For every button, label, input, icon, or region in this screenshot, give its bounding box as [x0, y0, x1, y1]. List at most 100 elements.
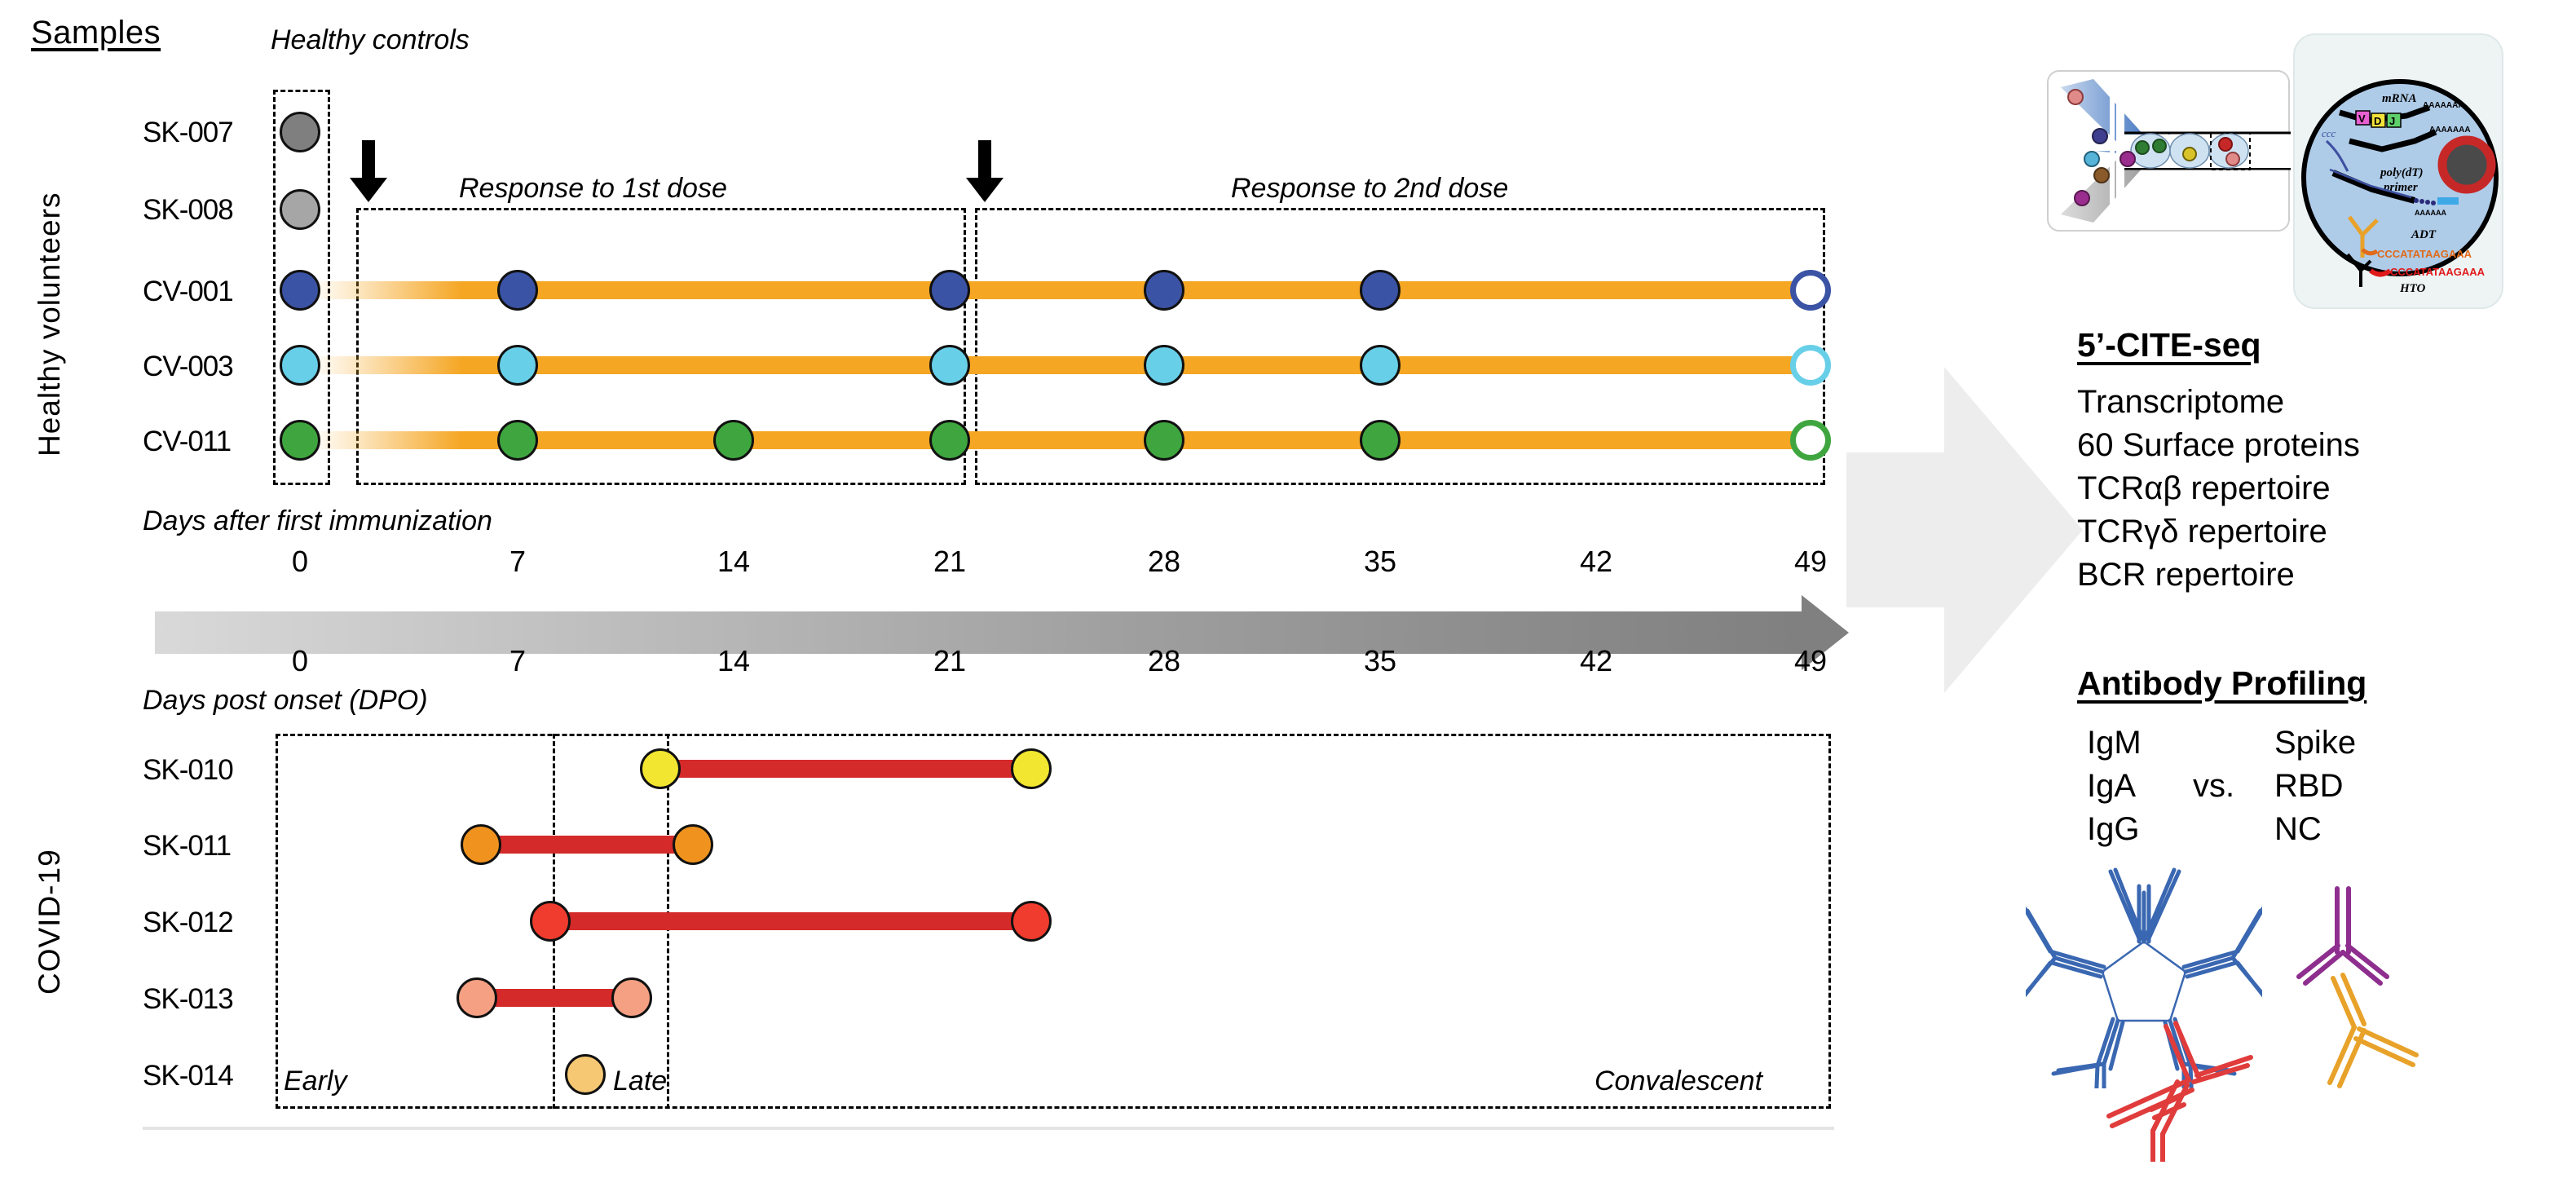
covid-phase-label-early: Early: [284, 1066, 347, 1097]
igg-monomer-orange-icon: [2327, 973, 2419, 1088]
cite-seq-title: 5’-CITE-seq: [2077, 326, 2261, 364]
antibody-antigen-nc: NC: [2274, 811, 2322, 847]
row-label-sk-013: SK-013: [143, 983, 234, 1015]
phase-label-healthy-controls: Healthy controls: [271, 24, 470, 55]
timeline-bar-cv-001-fade: [310, 281, 505, 299]
sample-dot-sk-007: [280, 112, 320, 152]
row-label-sk-010: SK-010: [143, 754, 234, 786]
antibody-antigen-spike: Spike: [2274, 725, 2357, 761]
cite-seq-item-tcr-gd: TCRγδ repertoire: [2077, 514, 2327, 549]
sample-dot-cv-001-d0: [280, 270, 320, 311]
sample-dot-sk-013-start: [457, 977, 497, 1018]
axis-tick-top-42: 42: [1579, 545, 1613, 578]
sample-dot-sk-008: [280, 189, 320, 230]
cite-seq-item-surface-proteins: 60 Surface proteins: [2077, 427, 2360, 463]
sample-dot-cv-003-d7: [497, 345, 538, 386]
axis-tick-bottom-35: 35: [1363, 644, 1397, 677]
svg-text:V: V: [2358, 113, 2366, 125]
sample-dot-cv-011-d14: [713, 420, 754, 461]
label-polydt: poly(dT): [2379, 166, 2423, 179]
covid-panel-box: [276, 734, 1831, 1109]
axis-tick-top-14: 14: [717, 545, 751, 578]
sample-dot-open-cv-003-d49: [1790, 345, 1831, 386]
cite-seq-item-transcriptome: Transcriptome: [2077, 384, 2285, 420]
samples-heading: Samples: [31, 15, 161, 51]
sample-dot-cv-001-d28: [1144, 270, 1184, 311]
sample-dot-open-cv-011-d49: [1790, 420, 1831, 461]
timeline-bar-cv-003-fade: [310, 356, 505, 374]
svg-text:AAAAAAA: AAAAAAA: [2423, 101, 2464, 110]
sample-dot-cv-003-d0: [280, 345, 320, 386]
label-hto-seq: CCCATATAAGAAA: [2390, 266, 2486, 278]
antibody-vs-label: vs.: [2193, 768, 2235, 804]
sample-dot-cv-011-d21: [929, 420, 970, 461]
row-label-cv-011: CV-011: [143, 426, 232, 457]
microfluidics-schematic: [2047, 70, 2291, 232]
timeline-bar-sk-011: [477, 836, 693, 854]
bottom-divider: [143, 1127, 1834, 1130]
second-dose-arrow-icon: [966, 140, 1003, 202]
label-hto: HTO: [2399, 282, 2426, 295]
antibody-isotype-igm: IgM: [2087, 725, 2142, 761]
first-dose-window-box: [356, 208, 966, 485]
svg-text:J: J: [2389, 115, 2395, 127]
axis-tick-bottom-49: 49: [1793, 644, 1828, 677]
axis-tick-top-0: 0: [291, 545, 309, 578]
second-dose-window-box: [975, 208, 1825, 485]
svg-text:D: D: [2374, 115, 2381, 127]
sample-dot-cv-003-d35: [1360, 345, 1400, 386]
axis-tick-bottom-42: 42: [1579, 644, 1613, 677]
sample-dot-sk-013-end: [611, 977, 652, 1018]
row-label-cv-001: CV-001: [143, 276, 234, 307]
sample-dot-cv-011-d0: [280, 420, 320, 461]
row-label-sk-014: SK-014: [143, 1060, 234, 1092]
axis-tick-top-35: 35: [1363, 545, 1397, 578]
timeline-bar-sk-012: [548, 912, 1033, 930]
axis-tick-top-49: 49: [1793, 545, 1828, 578]
timeline-bar-sk-013: [473, 989, 632, 1007]
row-label-sk-007: SK-007: [143, 117, 234, 148]
sample-dot-sk-011-end: [673, 824, 713, 865]
igg-monomer-purple-icon: [2296, 886, 2389, 986]
label-mrna: mRNA: [2382, 92, 2417, 105]
sample-dot-sk-014: [565, 1054, 606, 1095]
axis-tick-top-21: 21: [933, 545, 967, 578]
axis-tick-bottom-14: 14: [717, 644, 751, 677]
svg-text:AAAAAAA: AAAAAAA: [2429, 126, 2471, 135]
phase-label-second-dose: Response to 2nd dose: [1231, 173, 1509, 204]
sample-dot-cv-003-d21: [929, 345, 970, 386]
sample-dot-open-cv-001-d49: [1790, 270, 1831, 311]
sample-dot-cv-001-d21: [929, 270, 970, 311]
axis-title-top: Days after first immunization: [143, 505, 492, 536]
axis-tick-top-7: 7: [509, 545, 527, 578]
cite-seq-item-tcr-ab: TCRαβ repertoire: [2077, 470, 2331, 506]
label-adt-seq: CCCATATAAGAAA: [2377, 248, 2472, 260]
first-dose-arrow-icon: [350, 140, 387, 202]
covid-phase-label-convalescent: Convalescent: [1595, 1066, 1763, 1097]
sample-dot-cv-003-d28: [1144, 345, 1184, 386]
antibody-antigen-rbd: RBD: [2274, 768, 2344, 804]
axis-tick-bottom-7: 7: [509, 644, 527, 677]
sample-dot-cv-001-d35: [1360, 270, 1400, 311]
label-adt: ADT: [2411, 228, 2437, 241]
axis-tick-bottom-0: 0: [291, 644, 309, 677]
label-ccc: ccc: [2322, 127, 2336, 139]
row-label-sk-008: SK-008: [143, 194, 234, 226]
sample-dot-cv-011-d28: [1144, 420, 1184, 461]
covid-phase-label-late: Late: [613, 1066, 668, 1097]
sample-dot-cv-011-d35: [1360, 420, 1400, 461]
sample-dot-sk-010-start: [640, 748, 681, 789]
flow-arrow-to-assays: [1846, 367, 2083, 693]
sample-dot-sk-010-end: [1011, 748, 1052, 789]
timeline-bar-cv-011-fade: [310, 431, 505, 449]
axis-tick-bottom-28: 28: [1147, 644, 1181, 677]
cite-seq-item-bcr: BCR repertoire: [2077, 557, 2295, 593]
sample-dot-cv-011-d7: [497, 420, 538, 461]
phase-label-first-dose: Response to 1st dose: [459, 173, 727, 204]
timeline-bar-sk-010: [656, 760, 1031, 778]
group-label-healthy-volunteers: Healthy volunteers: [33, 192, 66, 457]
sample-dot-sk-012-end: [1011, 901, 1052, 942]
row-label-cv-003: CV-003: [143, 351, 234, 382]
sample-dot-sk-012-start: [530, 901, 571, 942]
row-label-sk-011: SK-011: [143, 830, 232, 862]
